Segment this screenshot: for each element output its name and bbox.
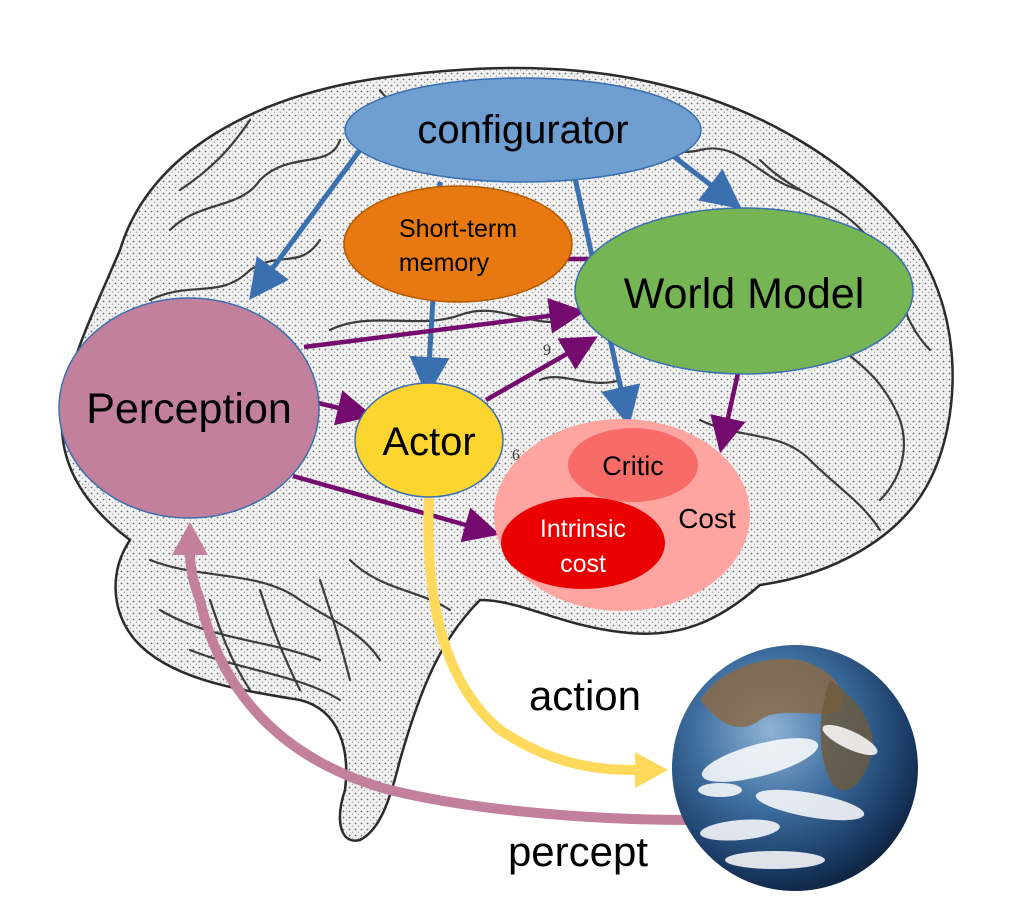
world-model-shape [574, 207, 914, 375]
critic-shape [568, 428, 698, 502]
percept-flow [172, 522, 691, 825]
perception-label: Perception [86, 385, 292, 433]
short-term-memory-label-line2: memory [399, 249, 490, 277]
short-term-memory-label-line1: Short-term [399, 215, 517, 243]
perception-node[interactable]: Perception [58, 297, 320, 519]
arrow-actor-to-world-model [484, 336, 598, 402]
intrinsic-cost-shape [501, 497, 665, 589]
configurator-label: configurator [417, 108, 628, 152]
short-term-memory-node[interactable]: Short-term memory [343, 185, 573, 303]
critic-node[interactable]: Critic [568, 428, 698, 502]
cost-label: Cost [678, 503, 736, 534]
actor-node[interactable]: Actor [354, 382, 504, 498]
arrow-perception-to-actor [317, 390, 374, 426]
arrow-perception-to-world-model [303, 297, 586, 350]
action-label: action [529, 672, 641, 719]
intrinsic-cost-node[interactable]: Intrinsic cost [501, 497, 665, 589]
configurator-shape [344, 77, 702, 183]
configurator-node[interactable]: configurator [344, 77, 702, 183]
actor-shape [354, 382, 504, 498]
action-flow [423, 497, 668, 788]
perception-shape [58, 297, 320, 519]
arrow-perception-to-cost [292, 473, 500, 543]
arrow-config-to-perception [249, 148, 363, 301]
arrow-world-model-to-cost [710, 372, 746, 454]
actor-label: Actor [382, 420, 475, 464]
arrow-config-to-world-model [666, 150, 742, 210]
intrinsic-cost-label-line1: Intrinsic [540, 515, 626, 543]
svg-text:9: 9 [543, 342, 551, 359]
critic-label: Critic [602, 451, 664, 481]
earth-globe [672, 645, 918, 891]
svg-text:6: 6 [512, 447, 520, 464]
intrinsic-cost-label-line2: cost [560, 550, 606, 578]
percept-label: percept [508, 828, 648, 875]
short-term-memory-shape [343, 185, 573, 303]
world-model-label: World Model [624, 270, 865, 318]
world-model-node[interactable]: World Model [574, 207, 914, 375]
